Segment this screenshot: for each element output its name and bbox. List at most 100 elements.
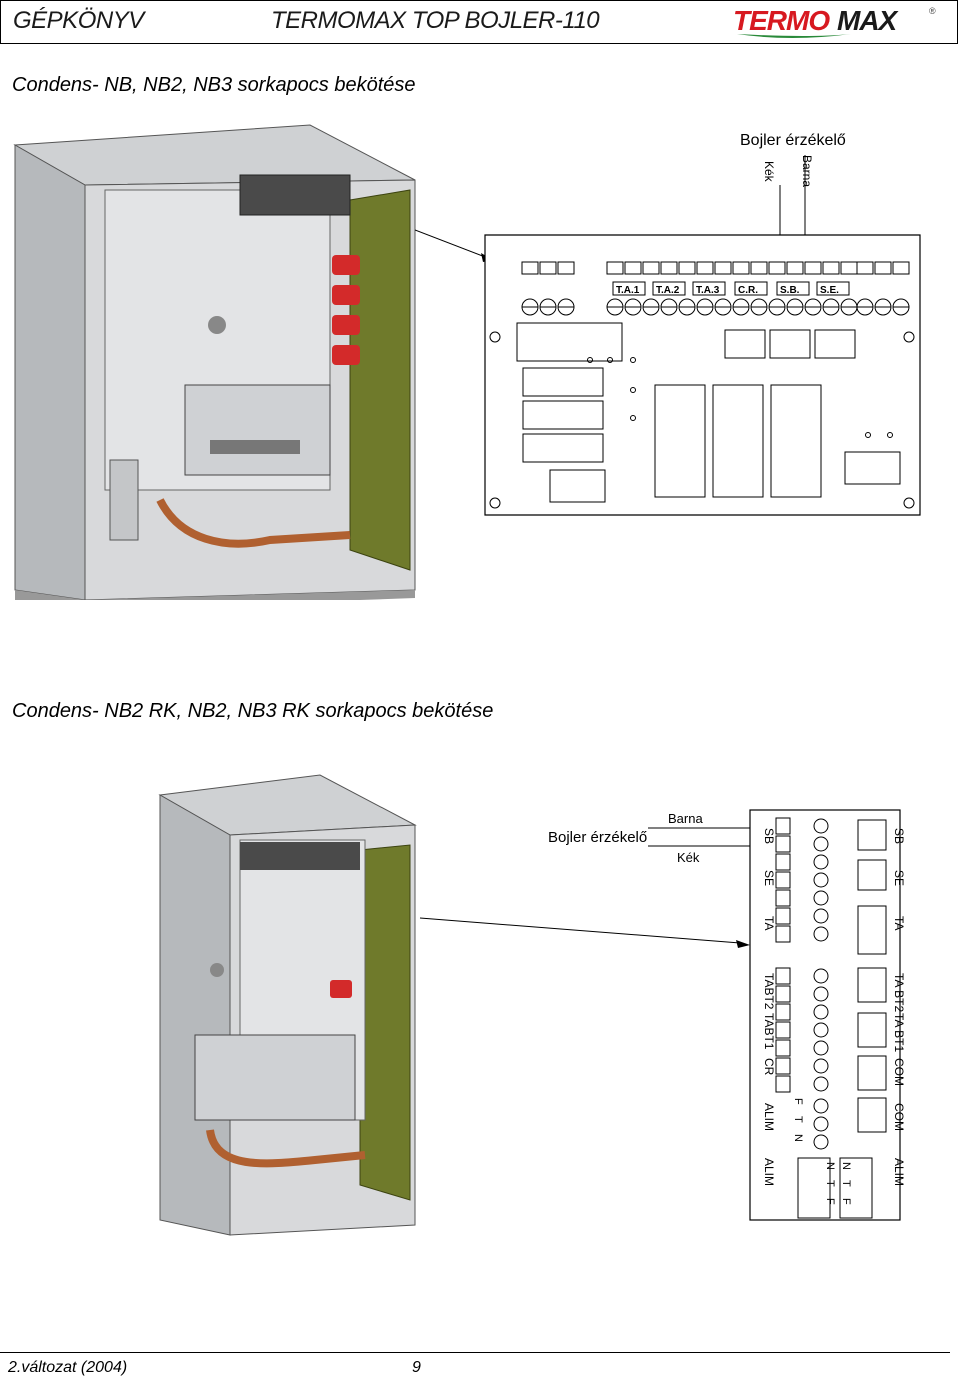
- boiler-illustration-2: [158, 774, 417, 1236]
- terminal-slot: [732, 261, 750, 275]
- terminal-label-box: [816, 281, 850, 296]
- fnt-label: F: [792, 1098, 804, 1105]
- terminal-slot: [775, 817, 791, 835]
- wire-label-barna-2: Barna: [668, 811, 703, 826]
- fnt-label: T: [792, 1116, 804, 1123]
- product-title: TERMOMAX TOP BOJLER-110: [271, 7, 600, 34]
- terminal-slot: [775, 1003, 791, 1021]
- terminal-label-right: TA BT2: [892, 973, 906, 1012]
- terminal-slot: [775, 925, 791, 943]
- screw-terminal: [813, 1022, 829, 1038]
- terminal-slot: [892, 261, 910, 275]
- page-number: 9: [412, 1359, 421, 1376]
- terminal-board-2: Barna Bojler érzékelő Kék SBSETATABT2TAB…: [419, 809, 906, 1221]
- sensor-label-2: Bojler érzékelő: [548, 829, 647, 846]
- screw-terminal: [813, 1004, 829, 1020]
- screw-terminal: [813, 854, 829, 870]
- screw-terminal: [813, 986, 829, 1002]
- terminal-label-right: SB: [892, 828, 906, 844]
- screw-terminal: [813, 1076, 829, 1092]
- terminal-slot: [624, 261, 642, 275]
- svg-text:MAX: MAX: [837, 5, 900, 36]
- terminal-slot: [775, 967, 791, 985]
- alim-letter: N: [824, 1162, 836, 1170]
- terminal-slot: [768, 261, 786, 275]
- terminal-slot: [822, 261, 840, 275]
- connector: [857, 819, 887, 851]
- screw-terminal: [813, 1134, 829, 1150]
- terminal-label: T.A.2: [656, 285, 680, 296]
- screw-terminal: [813, 968, 829, 984]
- terminal-label-left: ALIM: [762, 1158, 776, 1186]
- page-footer: 2.változat (2004) 9: [0, 1352, 950, 1376]
- terminal-slot: [775, 907, 791, 925]
- terminal-label: S.E.: [820, 285, 839, 296]
- terminal-slot: [786, 261, 804, 275]
- terminal-label-box: [692, 281, 726, 296]
- terminal-label-right: COM: [892, 1058, 906, 1086]
- screw-terminal: [813, 908, 829, 924]
- terminal-slot: [775, 1021, 791, 1039]
- connector: [857, 1097, 887, 1133]
- termomax-logo: TERMO MAX ®: [733, 5, 936, 38]
- alim-letter: F: [824, 1198, 836, 1205]
- terminal-slot: [775, 1075, 791, 1093]
- terminal-label: T.A.1: [616, 285, 640, 296]
- wire-label-kek-1: Kék: [762, 161, 776, 183]
- terminal-slot: [775, 985, 791, 1003]
- terminal-slot: [521, 261, 539, 275]
- terminal-label-right: COM: [892, 1103, 906, 1131]
- terminal-label-left: TABT1: [762, 1013, 776, 1050]
- section1-title: Condens- NB, NB2, NB3 sorkapocs bekötése: [12, 74, 416, 96]
- svg-text:TERMO: TERMO: [733, 5, 830, 36]
- terminal-slot: [660, 261, 678, 275]
- screw-terminal: [813, 1058, 829, 1074]
- terminal-slot: [750, 261, 768, 275]
- wire-label-barna-1: Barna: [800, 155, 814, 187]
- terminal-slot: [775, 889, 791, 907]
- terminal-label-right: TA: [892, 916, 906, 930]
- terminal-slot: [856, 261, 874, 275]
- boiler-illustration-1: [13, 124, 416, 600]
- section2-title: Condens- NB2 RK, NB2, NB3 RK sorkapocs b…: [12, 700, 494, 722]
- screw-terminal: [813, 836, 829, 852]
- connector: [857, 967, 887, 1003]
- terminal-label-right: TA BT1: [892, 1013, 906, 1052]
- terminal-label: S.B.: [780, 285, 800, 296]
- page-header: GÉPKÖNYV TERMOMAX TOP BOJLER-110 TERMO M…: [0, 0, 958, 44]
- terminal-label-left: TABT2: [762, 973, 776, 1010]
- terminal-label-left: SB: [762, 828, 776, 844]
- terminal-slot: [714, 261, 732, 275]
- terminal-slot: [775, 1057, 791, 1075]
- screw-terminal: [813, 872, 829, 888]
- alim-block-left: [797, 1157, 831, 1219]
- alim-letter: F: [840, 1198, 852, 1205]
- alim-letter: N: [840, 1162, 852, 1170]
- terminal-slot: [775, 1039, 791, 1057]
- terminal-label-left: CR: [762, 1058, 776, 1076]
- screw-terminal: [813, 1116, 829, 1132]
- connector: [857, 1012, 887, 1048]
- sensor-label-1: Bojler érzékelő: [740, 132, 846, 149]
- terminal-slot: [539, 261, 557, 275]
- terminal-slot: [840, 261, 858, 275]
- terminal-label-box: [734, 281, 768, 296]
- manual-title: GÉPKÖNYV: [13, 7, 144, 34]
- screw-terminal: [813, 1040, 829, 1056]
- terminal-label: T.A.3: [696, 285, 720, 296]
- terminal-label-right: SE: [892, 870, 906, 886]
- terminal-slot: [874, 261, 892, 275]
- connector: [857, 905, 887, 955]
- screw-terminal: [813, 1098, 829, 1114]
- screw-terminal: [813, 926, 829, 942]
- terminal-slot: [678, 261, 696, 275]
- terminal-slot: [642, 261, 660, 275]
- terminal-label-left: TA: [762, 916, 776, 930]
- version-label: 2.változat (2004): [8, 1359, 128, 1376]
- terminal-label-box: [652, 281, 686, 296]
- screw-terminal: [813, 818, 829, 834]
- alim-letter: T: [824, 1180, 836, 1187]
- terminal-label-right: ALIM: [892, 1158, 906, 1186]
- terminal-label-box: [612, 281, 646, 296]
- terminal-slot: [696, 261, 714, 275]
